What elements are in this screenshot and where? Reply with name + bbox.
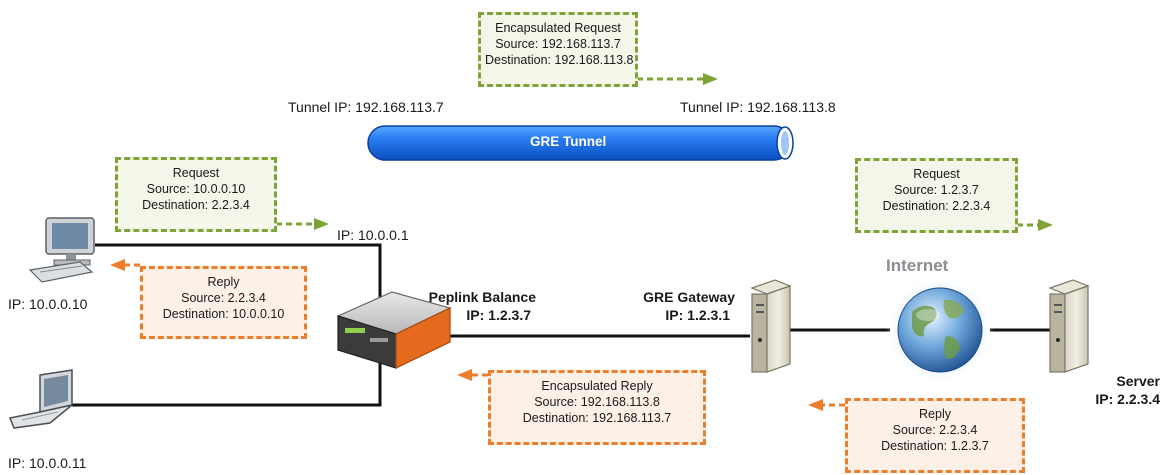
gre-tunnel-tube [367, 125, 794, 161]
connection-lines [72, 243, 1050, 407]
encapsulated-request-source: Source: 192.168.113.7 [495, 37, 621, 51]
lan-gateway-ip-label: IP: 10.0.0.1 [337, 227, 409, 243]
server-name-label: Server [1116, 373, 1160, 389]
encapsulated-request-destination: Destination: 192.168.113.8 [485, 53, 634, 67]
peplink-balance-device-icon [336, 291, 452, 369]
server-ip-label: IP: 2.2.3.4 [1095, 391, 1160, 407]
encapsulated-reply-source: Source: 192.168.113.8 [534, 395, 660, 409]
link-laptop-to-balance [72, 360, 382, 407]
arrow-request-lan-head [314, 218, 329, 230]
tunnel-ip-left-label: Tunnel IP: 192.168.113.7 [288, 99, 444, 115]
reply-wan-destination: Destination: 1.2.3.7 [881, 439, 989, 453]
request-lan-source: Source: 10.0.0.10 [146, 182, 246, 196]
laptop-icon [8, 369, 73, 429]
request-lan-box: Request Source: 10.0.0.10 Destination: 2… [115, 157, 277, 232]
gre-gateway-ip-label: IP: 1.2.3.1 [665, 307, 730, 323]
arrow-request-wan-head [1038, 219, 1053, 231]
tunnel-ip-right-label: Tunnel IP: 192.168.113.8 [680, 99, 836, 115]
encapsulated-reply-title: Encapsulated Reply [541, 379, 653, 393]
request-wan-box: Request Source: 1.2.3.7 Destination: 2.2… [855, 158, 1018, 233]
request-wan-title: Request [913, 167, 960, 181]
internet-globe-icon [886, 276, 994, 384]
gre-tunnel-label: GRE Tunnel [530, 134, 607, 149]
link-pc-to-balance [95, 243, 382, 300]
peplink-balance-ip-label: IP: 1.2.3.7 [466, 307, 531, 323]
server-icon [1048, 279, 1090, 373]
reply-wan-title: Reply [919, 407, 951, 421]
encapsulated-reply-destination: Destination: 192.168.113.7 [522, 411, 672, 425]
reply-lan-title: Reply [207, 275, 240, 289]
request-lan-destination: Destination: 2.2.3.4 [142, 198, 250, 212]
reply-wan-source: Source: 2.2.3.4 [892, 423, 978, 437]
reply-lan-destination: Destination: 10.0.0.10 [162, 307, 285, 321]
encapsulated-reply-box: Encapsulated Reply Source: 192.168.113.8… [488, 370, 706, 445]
gre-gateway-name-label: GRE Gateway [643, 289, 735, 305]
encapsulated-request-title: Encapsulated Request [495, 21, 621, 35]
reply-lan-box: Reply Source: 2.2.3.4 Destination: 10.0.… [140, 266, 307, 339]
encapsulated-request-box: Encapsulated Request Source: 192.168.113… [478, 12, 638, 87]
desktop-computer-icon [28, 217, 95, 283]
arrow-encap-reply-head [457, 369, 472, 381]
internet-label: Internet [886, 256, 949, 275]
pc-ip-label: IP: 10.0.0.10 [8, 296, 88, 312]
peplink-balance-name-label: Peplink Balance [428, 289, 536, 305]
arrow-encap-request-head [703, 73, 718, 85]
traffic-arrows [110, 73, 1053, 411]
gre-gateway-server-icon [750, 279, 792, 373]
arrow-reply-wan-head [808, 399, 823, 411]
request-wan-destination: Destination: 2.2.3.4 [882, 199, 991, 213]
arrow-reply-lan-head [110, 259, 125, 271]
request-lan-title: Request [172, 166, 220, 180]
request-wan-source: Source: 1.2.3.7 [894, 183, 979, 197]
reply-wan-box: Reply Source: 2.2.3.4 Destination: 1.2.3… [845, 398, 1025, 473]
laptop-ip-label: IP: 10.0.0.11 [8, 455, 87, 471]
reply-lan-source: Source: 2.2.3.4 [181, 291, 266, 305]
